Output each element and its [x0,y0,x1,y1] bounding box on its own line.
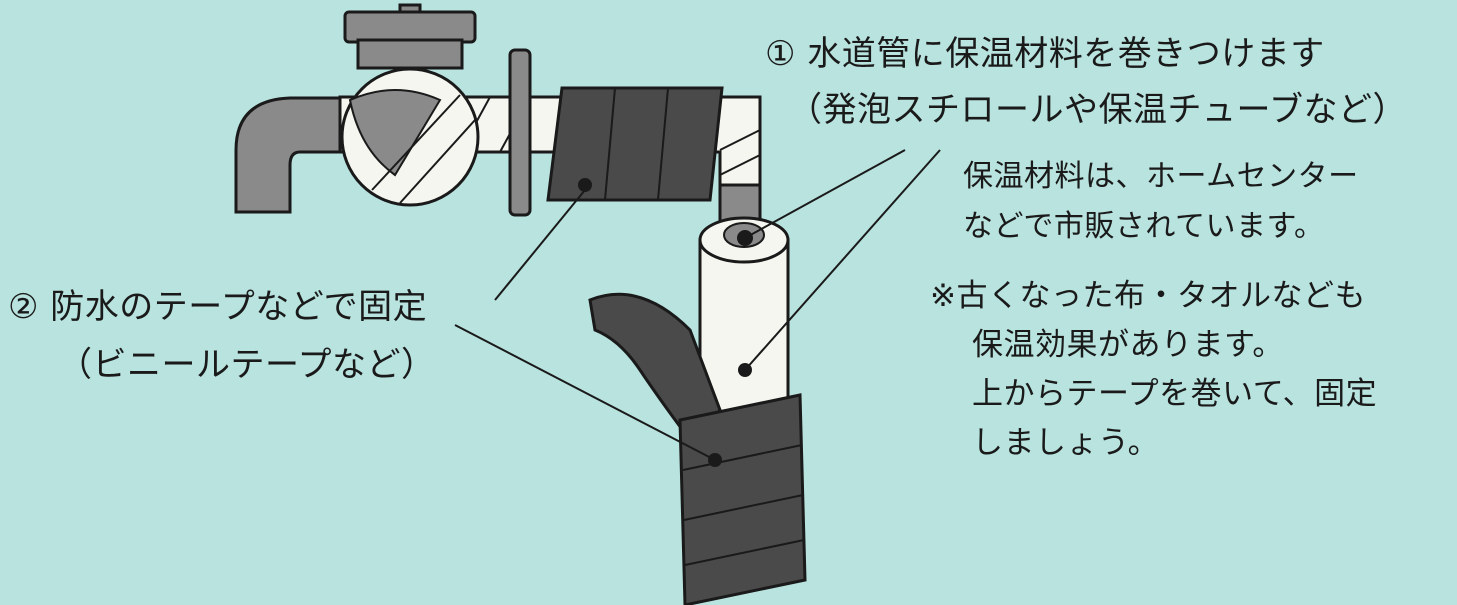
leader-lines [454,149,941,461]
tip-line-4: しましょう。 [972,425,1160,461]
insulation-info: 保温材料は、ホームセンター などで市販されています。 [963,152,1359,252]
pipe-flange [508,48,532,217]
step1-note: （発泡スチロールや保温チューブなど） [788,90,1407,130]
valve-cap [356,38,464,70]
vertical-tape [678,393,807,605]
leader-dot [708,453,722,467]
loose-tape [588,292,722,443]
tip-line-2: 保温効果があります。 [972,327,1284,363]
info-line-1: 保温材料は、ホームセンター [963,159,1359,194]
tip-line-3: 上からテープを巻いて、固定 [972,376,1378,412]
step2-note: （ビニールテープなど） [58,345,436,385]
info-line-2: などで市販されています。 [963,209,1325,244]
step1-title: ① 水道管に保温材料を巻きつけます [765,34,1325,74]
leader-dot [738,363,752,377]
horizontal-tape [546,86,724,202]
leader-dot [578,178,592,192]
valve-handle [343,10,477,44]
tip-note: ※古くなった布・タオルなども 保温効果があります。 上からテープを巻いて、固定 … [930,272,1377,468]
tip-line-1: ※古くなった布・タオルなども [930,278,1366,314]
step2-title: ② 防水のテープなどで固定 [8,287,428,327]
